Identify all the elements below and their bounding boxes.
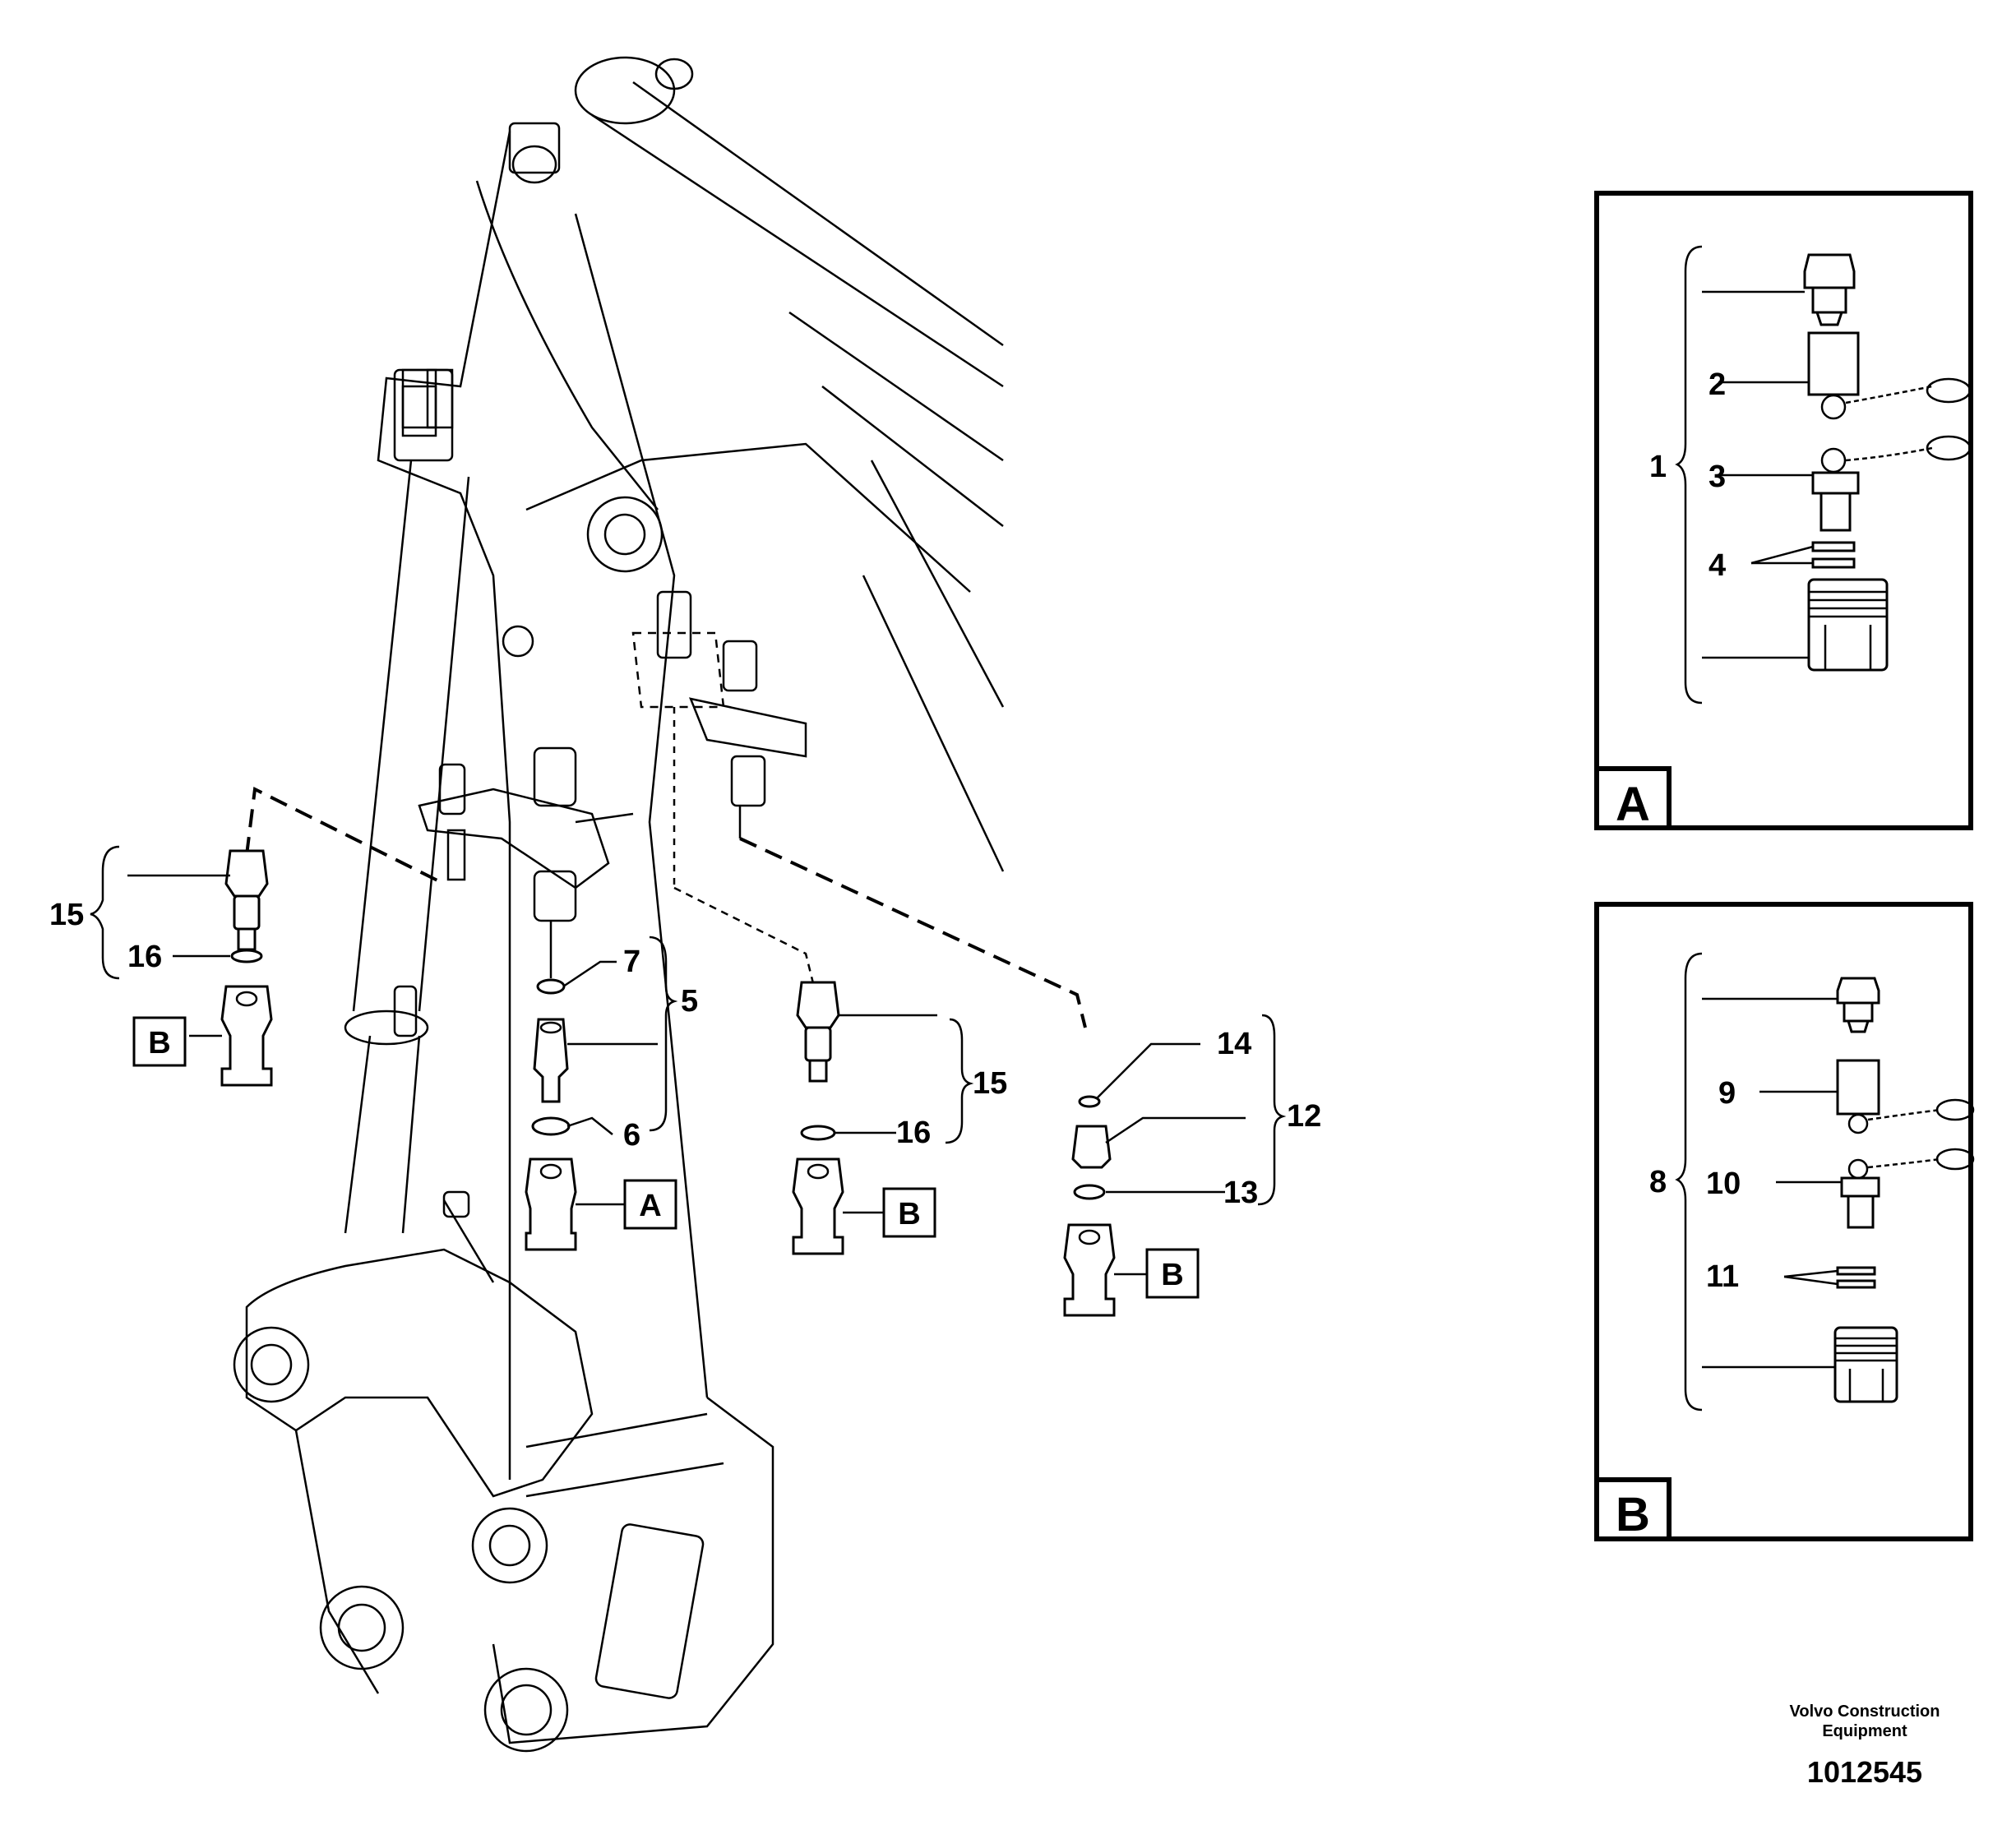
fitting-group-15-left (90, 845, 273, 1087)
callout-8: 8 (1649, 1165, 1667, 1199)
callout-14: 14 (1217, 1027, 1251, 1061)
fitting-group-15-middle (792, 981, 974, 1255)
fitting-group-12 (1063, 1014, 1287, 1317)
callout-12: 12 (1287, 1099, 1321, 1134)
reference-box-b-middle-label: B (898, 1197, 920, 1231)
inset-a-panel (1594, 191, 1973, 830)
excavator-arm-illustration (233, 56, 1005, 1753)
reference-box-a-label: A (639, 1189, 661, 1223)
fitting-group-5 (525, 921, 678, 1251)
callout-11: 11 (1706, 1259, 1739, 1294)
inset-b-panel (1594, 902, 1975, 1541)
callout-1: 1 (1649, 450, 1667, 484)
callout-16-left: 16 (127, 940, 162, 974)
callout-4: 4 (1709, 548, 1726, 583)
inset-b-title: B (1616, 1488, 1650, 1541)
callout-5: 5 (681, 984, 698, 1019)
callout-13: 13 (1223, 1176, 1258, 1210)
reference-box-b-left: B (132, 1016, 187, 1067)
callout-16-middle: 16 (896, 1116, 931, 1150)
reference-box-b-middle: B (882, 1187, 936, 1238)
callout-15-middle: 15 (973, 1066, 1007, 1101)
callout-10: 10 (1706, 1167, 1741, 1201)
credit-line-1: Volvo Construction (1790, 1703, 1940, 1721)
callout-3: 3 (1709, 460, 1726, 494)
document-number: 1012545 (1807, 1755, 1922, 1789)
reference-box-a: A (623, 1179, 677, 1230)
callout-2: 2 (1709, 367, 1726, 402)
callout-9: 9 (1718, 1076, 1736, 1111)
reference-box-b-left-label: B (148, 1026, 170, 1060)
reference-box-b-right: B (1145, 1248, 1200, 1299)
callout-6: 6 (623, 1118, 640, 1153)
reference-box-b-right-label: B (1161, 1258, 1183, 1292)
callout-7: 7 (623, 945, 640, 979)
credit-line-2: Equipment (1822, 1722, 1907, 1740)
inset-a-title: A (1616, 778, 1650, 831)
callout-15-left: 15 (49, 898, 84, 932)
